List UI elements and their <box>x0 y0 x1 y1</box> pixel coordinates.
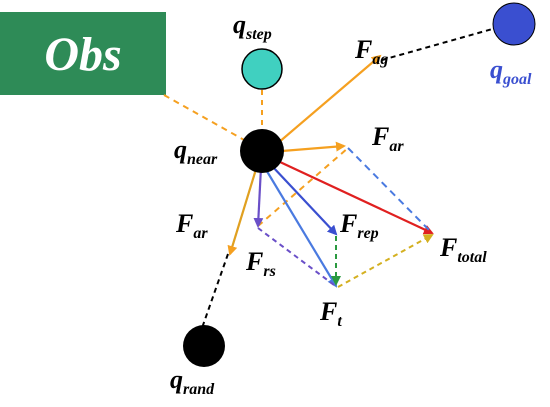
f-t-arrow <box>264 167 338 288</box>
q-near-node <box>240 129 284 173</box>
q-rand-node <box>183 325 225 367</box>
rand-line-dashed <box>201 253 229 329</box>
f-ar-right-arrow <box>281 141 346 153</box>
q-near-label: qnear <box>174 135 218 168</box>
q-goal-label: qgoal <box>490 55 532 88</box>
f-ar-right-label: Far <box>371 122 404 155</box>
f-total-label: Ftotal <box>439 233 487 266</box>
obstacle-label: Obs <box>44 28 121 81</box>
f-rep-label: Frep <box>339 209 379 242</box>
f-rs-arrow <box>253 166 264 228</box>
q-rand-label: qrand <box>170 365 215 398</box>
f-t-to-total-dashed <box>337 234 434 288</box>
f-ar-left-label: Far <box>175 209 208 242</box>
q-goal-node <box>492 2 536 46</box>
f-ar-parallel-dashed <box>257 147 349 227</box>
f-ag-label: Fag <box>354 35 388 68</box>
f-rs-label: Frs <box>245 247 276 280</box>
f-total-arrow <box>279 161 434 235</box>
f-ar-left-arrow <box>227 165 259 256</box>
q-step-label: qstep <box>233 10 272 43</box>
f-t-label: Ft <box>319 297 342 330</box>
goal-line-dashed <box>381 27 497 61</box>
f-rep-arrow <box>271 165 338 236</box>
f-rs-to-ft-dashed <box>257 227 335 286</box>
q-step-node <box>241 48 283 90</box>
f-ar-to-total-dashed <box>347 147 433 234</box>
obstacle-box <box>0 12 166 95</box>
f-ag-arrow <box>277 54 382 144</box>
